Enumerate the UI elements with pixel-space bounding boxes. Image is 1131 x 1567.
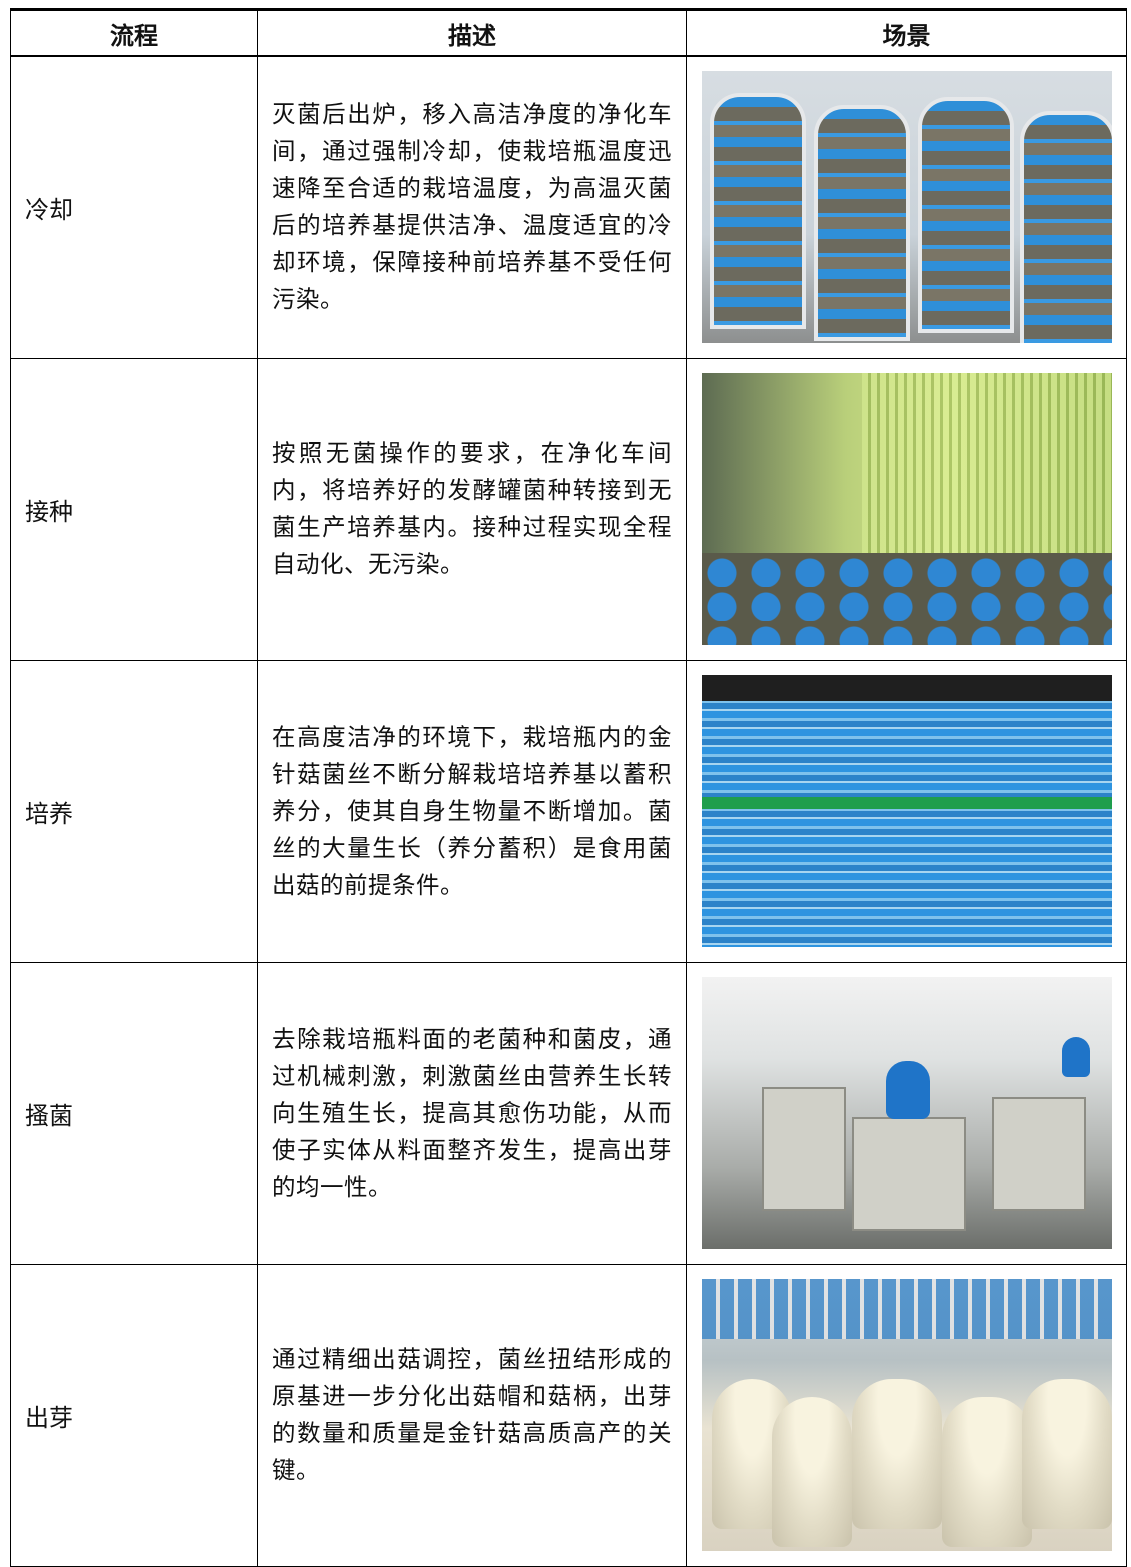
header-description: 描述 bbox=[257, 8, 687, 57]
table-row: 培养 在高度洁净的环境下，栽培瓶内的金针菇菌丝不断分解栽培培养基以蓄积养分，使其… bbox=[10, 659, 1127, 963]
scratching-machines-photo bbox=[701, 977, 1112, 1249]
step-name: 冷却 bbox=[10, 55, 258, 359]
enoki-sprouts-photo bbox=[701, 1279, 1112, 1551]
table-row: 出芽 通过精细出菇调控，菌丝扭结形成的原基进一步分化出菇帽和菇柄，出芽的数量和质… bbox=[10, 1263, 1127, 1567]
step-description-cell: 去除栽培瓶料面的老菌种和菌皮，通过机械刺激，刺激菌丝由营养生长转向生殖生长，提高… bbox=[257, 961, 687, 1265]
scene-cell bbox=[686, 659, 1127, 963]
scene-cell bbox=[686, 1263, 1127, 1567]
inoculation-room-photo bbox=[701, 373, 1112, 645]
scene-cell bbox=[686, 55, 1127, 359]
step-name: 搔菌 bbox=[10, 961, 258, 1265]
step-name: 培养 bbox=[10, 659, 258, 963]
step-name: 接种 bbox=[10, 357, 258, 661]
step-description-cell: 灭菌后出炉，移入高洁净度的净化车间，通过强制冷却，使栽培瓶温度迅速降至合适的栽培… bbox=[257, 55, 687, 359]
step-description: 去除栽培瓶料面的老菌种和菌皮，通过机械刺激，刺激菌丝由营养生长转向生殖生长，提高… bbox=[272, 1024, 672, 1201]
header-row: 流程 描述 场景 bbox=[10, 8, 1127, 57]
step-description-cell: 按照无菌操作的要求，在净化车间内，将培养好的发酵罐菌种转接到无菌生产培养基内。接… bbox=[257, 357, 687, 661]
table-row: 接种 按照无菌操作的要求，在净化车间内，将培养好的发酵罐菌种转接到无菌生产培养基… bbox=[10, 357, 1127, 661]
table-row: 搔菌 去除栽培瓶料面的老菌种和菌皮，通过机械刺激，刺激菌丝由营养生长转向生殖生长… bbox=[10, 961, 1127, 1265]
step-description-cell: 在高度洁净的环境下，栽培瓶内的金针菇菌丝不断分解栽培培养基以蓄积养分，使其自身生… bbox=[257, 659, 687, 963]
scene-cell bbox=[686, 961, 1127, 1265]
table-row: 冷却 灭菌后出炉，移入高洁净度的净化车间，通过强制冷却，使栽培瓶温度迅速降至合适… bbox=[10, 55, 1127, 359]
step-description: 按照无菌操作的要求，在净化车间内，将培养好的发酵罐菌种转接到无菌生产培养基内。接… bbox=[272, 439, 672, 578]
step-description: 通过精细出菇调控，菌丝扭结形成的原基进一步分化出菇帽和菇柄，出芽的数量和质量是金… bbox=[272, 1345, 672, 1484]
step-description-cell: 通过精细出菇调控，菌丝扭结形成的原基进一步分化出菇帽和菇柄，出芽的数量和质量是金… bbox=[257, 1263, 687, 1567]
stacked-crates-photo bbox=[701, 675, 1112, 947]
step-description: 在高度洁净的环境下，栽培瓶内的金针菇菌丝不断分解栽培培养基以蓄积养分，使其自身生… bbox=[272, 722, 672, 899]
header-process: 流程 bbox=[10, 8, 258, 57]
bottle-racks-photo bbox=[701, 71, 1112, 344]
scene-cell bbox=[686, 357, 1127, 661]
step-name: 出芽 bbox=[10, 1263, 258, 1567]
process-table: 流程 描述 场景 冷却 灭菌后出炉，移入高洁净度的净化车间，通过强制冷却，使栽培… bbox=[10, 8, 1127, 1567]
step-description: 灭菌后出炉，移入高洁净度的净化车间，通过强制冷却，使栽培瓶温度迅速降至合适的栽培… bbox=[272, 100, 672, 314]
header-scene: 场景 bbox=[686, 8, 1127, 57]
